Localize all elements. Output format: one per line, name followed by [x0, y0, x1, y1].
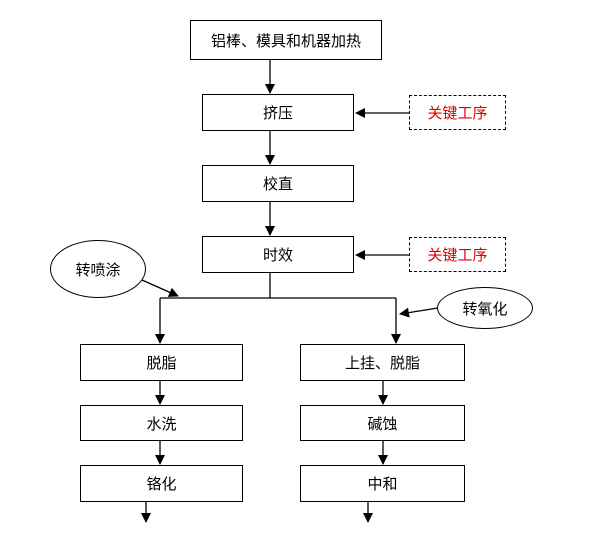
step-straighten-label: 校直 [262, 175, 293, 193]
left-step-chromate: 铬化 [80, 465, 243, 502]
step-aging: 时效 [202, 236, 354, 273]
right-step-neutralize: 中和 [300, 465, 465, 502]
right-step-neutralize-label: 中和 [367, 475, 398, 493]
left-step-degrease-label: 脱脂 [146, 354, 177, 372]
oxidation-branch-ellipse: 转氧化 [437, 287, 533, 329]
right-step-rack-degrease-label: 上挂、脱脂 [344, 354, 420, 372]
arrow-oxidation [399, 307, 439, 318]
key-process-2-label: 关键工序 [427, 246, 488, 264]
step-aging-label: 时效 [262, 246, 293, 264]
oxidation-branch-label: 转氧化 [462, 299, 508, 318]
left-step-chromate-label: 铬化 [146, 475, 177, 493]
left-step-wash-label: 水洗 [146, 414, 177, 433]
step-extrude: 挤压 [202, 94, 354, 131]
spray-branch-label: 转喷涂 [75, 260, 121, 279]
step-heat: 铝棒、模具和机器加热 [190, 20, 382, 60]
step-straighten: 校直 [202, 165, 354, 202]
step-extrude-label: 挤压 [262, 104, 293, 122]
key-process-1-label: 关键工序 [427, 104, 488, 122]
left-step-wash: 水洗 [80, 405, 243, 441]
key-process-note-1: 关键工序 [409, 95, 506, 130]
spray-branch-ellipse: 转喷涂 [50, 240, 146, 298]
step-heat-label: 铝棒、模具和机器加热 [210, 31, 361, 50]
right-step-rack-degrease: 上挂、脱脂 [300, 344, 465, 381]
key-process-note-2: 关键工序 [409, 237, 506, 272]
right-step-alkali-etch: 碱蚀 [300, 405, 465, 441]
arrow-spray [141, 279, 179, 297]
right-step-alkali-etch-label: 碱蚀 [367, 414, 398, 433]
left-step-degrease: 脱脂 [80, 344, 243, 381]
